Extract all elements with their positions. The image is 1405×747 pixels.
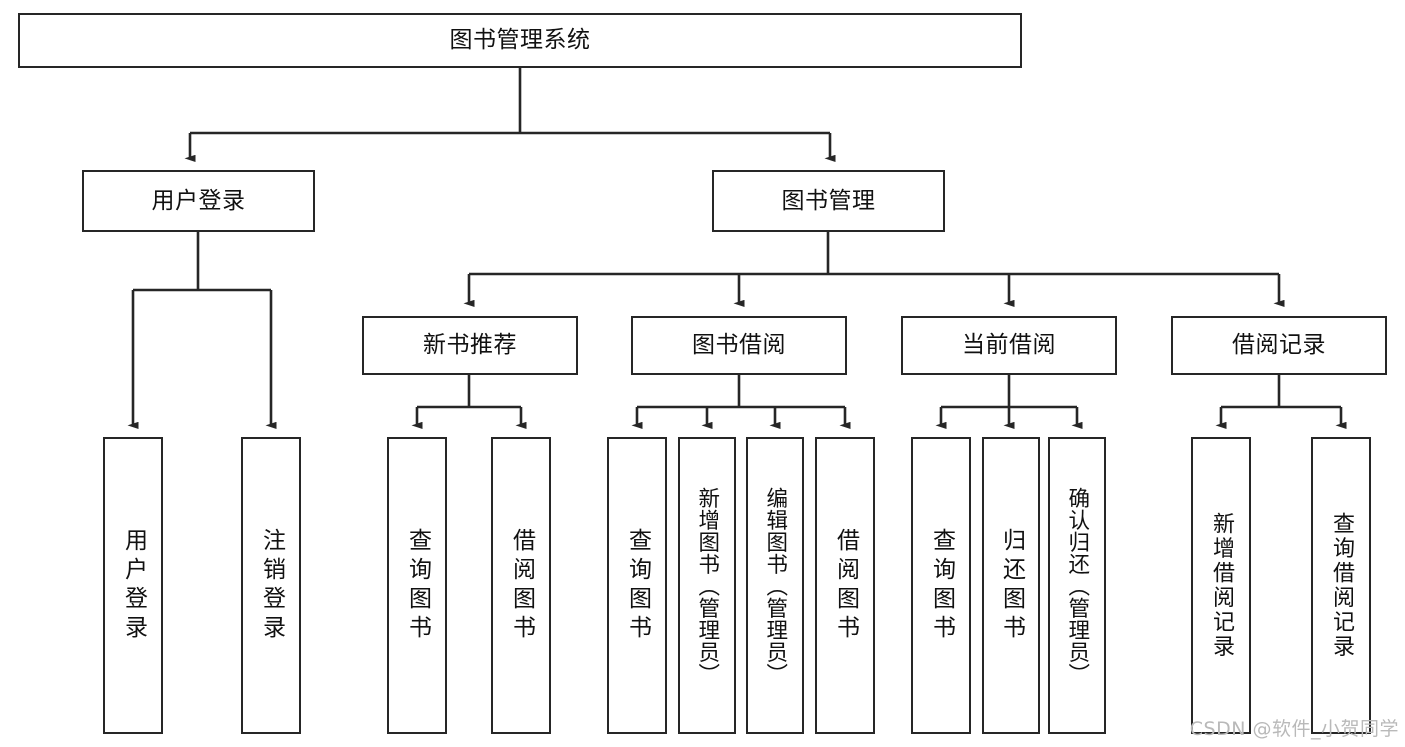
leaf-confirm-return-admin[interactable]: 确认归还（管理员） [1048, 437, 1106, 734]
node-label: 编辑图书（管理员） [762, 486, 788, 685]
csdn-watermark: CSDN @软件_小贺同学 [1189, 718, 1399, 740]
node-label: 确认归还（管理员） [1064, 486, 1090, 685]
node-label: 用户登录 [151, 187, 246, 214]
node-borrow-records[interactable]: 借阅记录 [1171, 316, 1387, 375]
leaf-query-borrow-record[interactable]: 查询借阅记录 [1311, 437, 1371, 734]
node-label: 图书借阅 [692, 332, 786, 359]
leaf-edit-book-admin[interactable]: 编辑图书（管理员） [746, 437, 804, 734]
node-label: 用户登录 [120, 527, 147, 644]
node-label: 借阅图书 [508, 527, 535, 644]
node-label: 新增图书（管理员） [694, 486, 720, 685]
leaf-add-book-admin[interactable]: 新增图书（管理员） [678, 437, 736, 734]
leaf-add-borrow-record[interactable]: 新增借阅记录 [1191, 437, 1251, 734]
node-label: 查询图书 [928, 527, 955, 644]
leaf-borrow-book[interactable]: 借阅图书 [815, 437, 875, 734]
node-label: 归还图书 [998, 527, 1025, 644]
leaf-query-book-new[interactable]: 查询图书 [387, 437, 447, 734]
node-book-management[interactable]: 图书管理 [712, 170, 945, 232]
node-label: 图书管理系统 [449, 27, 591, 54]
node-user-login[interactable]: 用户登录 [82, 170, 315, 232]
node-label: 借阅记录 [1232, 332, 1326, 359]
leaf-query-book-current[interactable]: 查询图书 [911, 437, 971, 734]
node-current-borrowing[interactable]: 当前借阅 [901, 316, 1117, 375]
node-label: 新增借阅记录 [1209, 512, 1234, 659]
node-label: 查询图书 [624, 527, 651, 644]
leaf-return-book[interactable]: 归还图书 [982, 437, 1040, 734]
leaf-borrow-book-new[interactable]: 借阅图书 [491, 437, 551, 734]
node-label: 查询借阅记录 [1329, 512, 1354, 659]
node-label: 查询图书 [404, 527, 431, 644]
node-label: 当前借阅 [962, 332, 1056, 359]
leaf-user-login-action[interactable]: 用户登录 [103, 437, 163, 734]
node-label: 注销登录 [258, 527, 285, 644]
node-root-library-management-system[interactable]: 图书管理系统 [18, 13, 1022, 68]
node-label: 图书管理 [781, 187, 876, 214]
node-book-borrowing[interactable]: 图书借阅 [631, 316, 847, 375]
leaf-logout[interactable]: 注销登录 [241, 437, 301, 734]
leaf-query-book-borrow[interactable]: 查询图书 [607, 437, 667, 734]
node-label: 新书推荐 [423, 332, 517, 359]
node-new-book-recommendation[interactable]: 新书推荐 [362, 316, 578, 375]
node-label: 借阅图书 [832, 527, 859, 644]
